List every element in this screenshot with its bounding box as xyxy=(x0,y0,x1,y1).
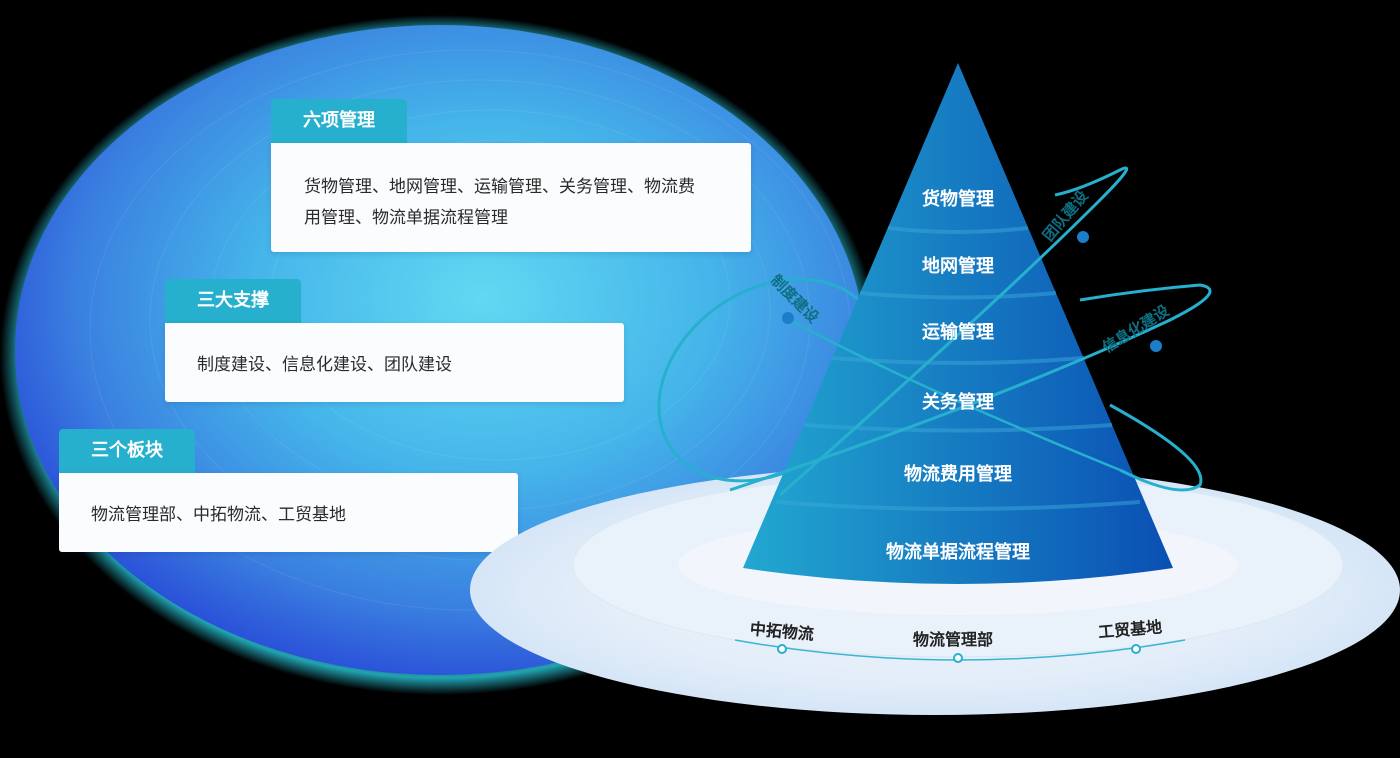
card-body: 制度建设、信息化建设、团队建设 xyxy=(165,323,624,402)
card-text: 制度建设、信息化建设、团队建设 xyxy=(197,355,452,375)
orbit-right-lower xyxy=(1109,403,1203,492)
pyramid-level-3: 运输管理 xyxy=(922,322,994,343)
pyramid-level-4: 关务管理 xyxy=(922,392,994,413)
pyramid-level-2: 地网管理 xyxy=(922,256,994,277)
pyramid-level-1: 货物管理 xyxy=(922,189,994,210)
pyramid-level-5: 物流费用管理 xyxy=(904,464,1012,485)
card-body: 物流管理部、中拓物流、工贸基地 xyxy=(59,473,518,552)
tag-six-management: 六项管理 xyxy=(271,99,407,143)
orbit-node xyxy=(782,312,794,324)
orbit-right xyxy=(729,283,1212,492)
base-node xyxy=(953,653,963,663)
tag-three-supports: 三大支撑 xyxy=(165,279,301,323)
base-node xyxy=(1131,644,1141,654)
orbit-top-right xyxy=(779,166,1129,497)
pyramid-cone xyxy=(743,63,1173,584)
card-text: 用管理、物流单据流程管理 xyxy=(304,208,508,228)
tag-three-sectors: 三个板块 xyxy=(59,429,195,473)
card-text: 货物管理、地网管理、运输管理、关务管理、物流费 xyxy=(304,177,695,197)
base-node xyxy=(777,644,787,654)
orbit-node xyxy=(1077,231,1089,243)
pyramid-level-6: 物流单据流程管理 xyxy=(886,542,1030,563)
orbit-node xyxy=(1150,340,1162,352)
base-label-2: 物流管理部 xyxy=(913,630,994,649)
card-body: 货物管理、地网管理、运输管理、关务管理、物流费 用管理、物流单据流程管理 xyxy=(271,143,751,252)
card-text: 物流管理部、中拓物流、工贸基地 xyxy=(91,505,346,525)
